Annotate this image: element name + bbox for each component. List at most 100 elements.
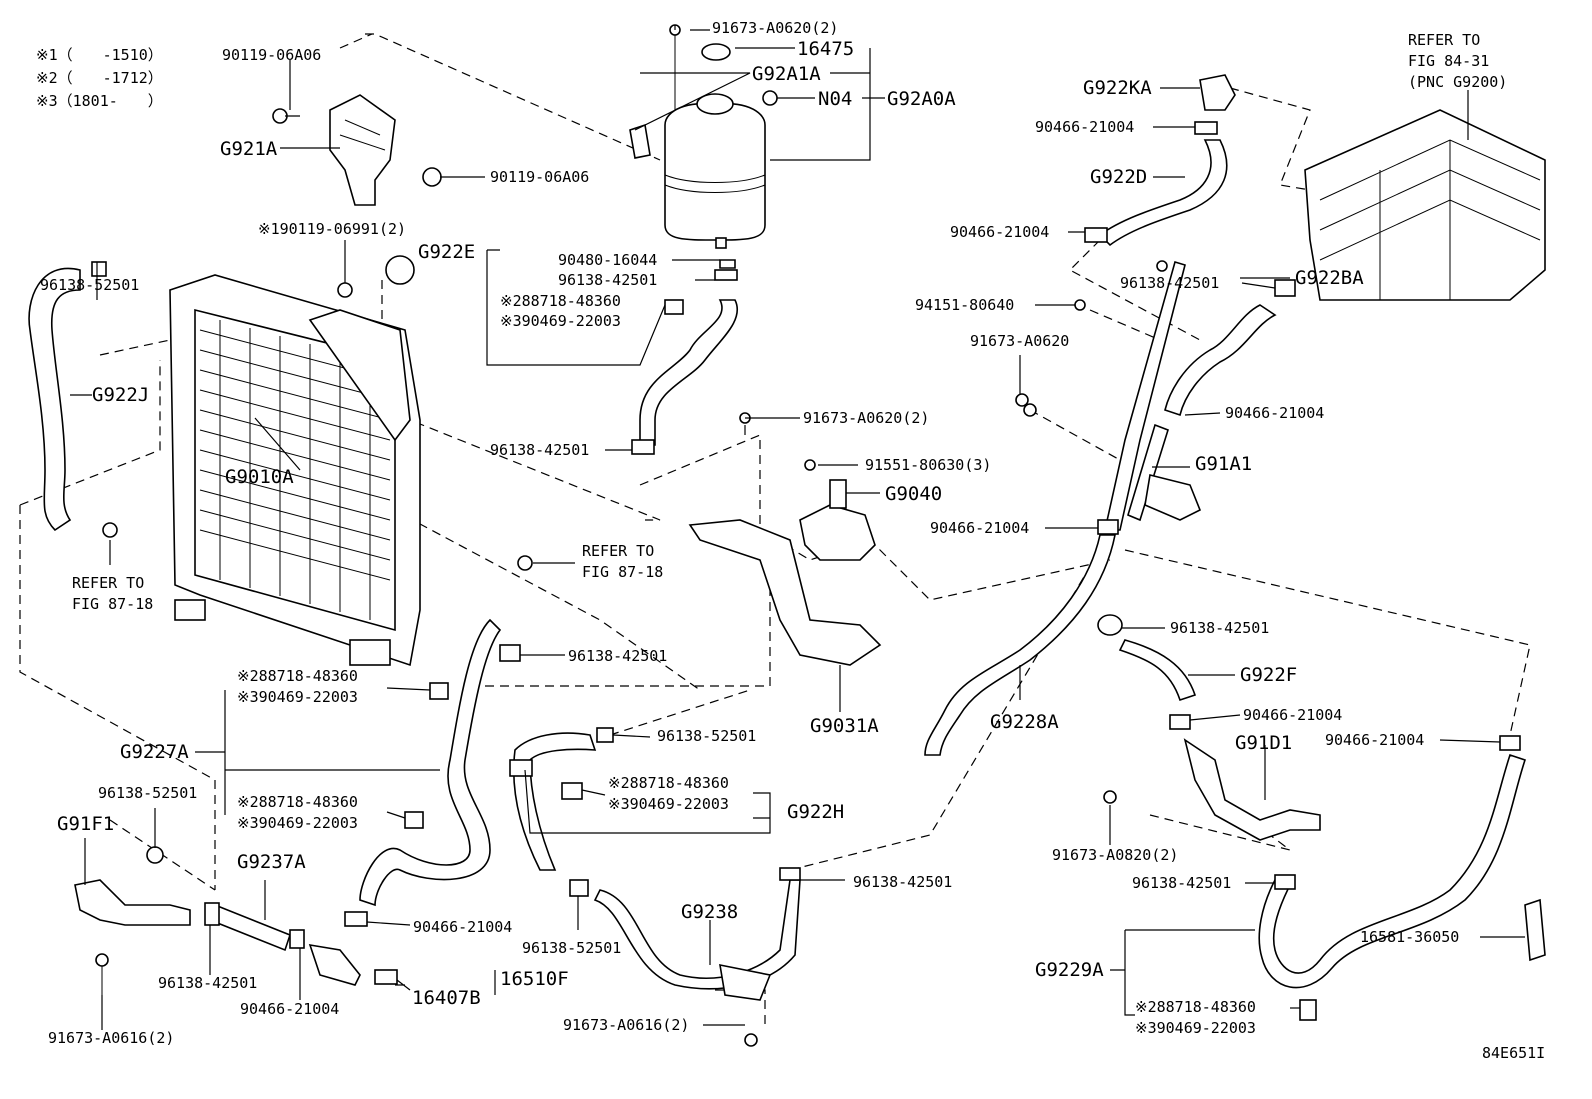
label-g9229a: G9229A bbox=[1035, 959, 1104, 981]
label-96138-52501-g922h: 96138-52501 bbox=[657, 727, 756, 745]
hose-g922f bbox=[1118, 639, 1197, 702]
label-91673-a0620-right: 91673-A0620 bbox=[970, 332, 1069, 350]
diagram-code: 84E651I bbox=[1482, 1044, 1545, 1062]
label-90469-22003-b: ※390469-22003 bbox=[237, 814, 358, 832]
label-90469-22003-c: ※390469-22003 bbox=[608, 795, 729, 813]
label-refer-to-left: REFER TO bbox=[72, 574, 144, 592]
label-96138-42501-g9238: 96138-42501 bbox=[853, 873, 952, 891]
label-fig-87-18-left: FIG 87-18 bbox=[72, 595, 153, 613]
label-88718-48360-a: ※288718-48360 bbox=[237, 667, 358, 685]
hose-g9237a bbox=[209, 903, 291, 952]
label-g922f: G922F bbox=[1240, 664, 1297, 686]
label-g9040: G9040 bbox=[885, 483, 942, 505]
hose-g9238 bbox=[593, 879, 801, 990]
hose-g9227a bbox=[359, 618, 502, 907]
hose-g922j bbox=[28, 267, 81, 532]
part-labels: 90119-06A06 G921A 90119-06A06 ※190119-06… bbox=[40, 19, 1507, 1047]
label-90119-06a06-top: 90119-06A06 bbox=[222, 46, 321, 64]
label-91551-80630: 91551-80630(3) bbox=[865, 456, 991, 474]
label-96138-42501-inverter: 96138-42501 bbox=[1120, 274, 1219, 292]
hose-g9229a bbox=[1258, 753, 1527, 989]
hose-g922d bbox=[1098, 139, 1228, 247]
label-g922ka: G922KA bbox=[1083, 77, 1152, 99]
label-88718-48360-b: ※288718-48360 bbox=[237, 793, 358, 811]
label-g922d: G922D bbox=[1090, 166, 1147, 188]
label-g922ba: G922BA bbox=[1295, 267, 1364, 289]
label-90119-06a06-bottom: 90119-06A06 bbox=[490, 168, 589, 186]
hose-g922ba bbox=[1164, 304, 1277, 417]
bracket-g9031a bbox=[688, 519, 882, 666]
label-refer-to-right: REFER TO bbox=[1408, 31, 1480, 49]
label-96138-42501-g9229a: 96138-42501 bbox=[1132, 874, 1231, 892]
label-g9228a: G9228A bbox=[990, 711, 1059, 733]
label-96138-42501-g922f: 96138-42501 bbox=[1170, 619, 1269, 637]
fasteners bbox=[91, 259, 1029, 829]
label-88718-48360-c: ※288718-48360 bbox=[608, 774, 729, 792]
radiator bbox=[169, 255, 421, 667]
label-fig-87-18-center: FIG 87-18 bbox=[582, 563, 663, 581]
label-90466-21004-g9237a: 90466-21004 bbox=[240, 1000, 339, 1018]
label-g921a: G921A bbox=[220, 138, 278, 160]
hose-g9228a bbox=[924, 534, 1116, 756]
label-g92a0a: G92A0A bbox=[887, 88, 956, 110]
note-1: ※1（ -1510） bbox=[36, 46, 163, 64]
legend-notes: ※1（ -1510） ※2（ -1712） ※3（1801- ） bbox=[36, 46, 163, 110]
label-88718-48360-upper: ※288718-48360 bbox=[500, 292, 621, 310]
label-88718-48360-d: ※288718-48360 bbox=[1135, 998, 1256, 1016]
label-94151-80640: 94151-80640 bbox=[915, 296, 1014, 314]
label-g9237a: G9237A bbox=[237, 851, 306, 873]
label-90469-22003-upper: ※390469-22003 bbox=[500, 312, 621, 330]
label-refer-to-center: REFER TO bbox=[582, 542, 654, 560]
label-90480-16044: 90480-16044 bbox=[558, 251, 657, 269]
label-g92a1a: G92A1A bbox=[752, 63, 821, 85]
water-pump-g9040 bbox=[799, 459, 876, 561]
label-96138-42501-g922e: 96138-42501 bbox=[490, 441, 589, 459]
label-90466-21004-g9229a: 90466-21004 bbox=[1325, 731, 1424, 749]
label-g922j: G922J bbox=[92, 384, 149, 406]
hose-g922e bbox=[639, 299, 738, 446]
label-96138-52501-g9238: 96138-52501 bbox=[522, 939, 621, 957]
label-g9010a: G9010A bbox=[225, 466, 294, 488]
inverter-assembly bbox=[1304, 109, 1546, 301]
label-96138-42501-tank: 96138-42501 bbox=[558, 271, 657, 289]
pipe-assembly-g91f1 bbox=[74, 846, 191, 995]
fitting-g922ka bbox=[1199, 74, 1236, 111]
label-g91d1: G91D1 bbox=[1235, 732, 1292, 754]
label-96138-52501-g91f1: 96138-52501 bbox=[98, 784, 197, 802]
label-n04: N04 bbox=[818, 88, 852, 110]
label-g922e: G922E bbox=[418, 241, 475, 263]
leader-lines bbox=[70, 25, 1525, 1030]
label-90469-22003-a: ※390469-22003 bbox=[237, 688, 358, 706]
label-96138-42501-g9227a: 96138-42501 bbox=[568, 647, 667, 665]
label-g91f1: G91F1 bbox=[57, 813, 114, 835]
label-91673-a0620-mid: 91673-A0620(2) bbox=[803, 409, 929, 427]
label-16581-36050: 16581-36050 bbox=[1360, 928, 1459, 946]
label-91673-a0820: 91673-A0820(2) bbox=[1052, 846, 1178, 864]
label-96138-52501-left: 96138-52501 bbox=[40, 276, 139, 294]
label-90466-21004-g91d1: 90466-21004 bbox=[1243, 706, 1342, 724]
label-g922h: G922H bbox=[787, 801, 844, 823]
label-g9238: G9238 bbox=[681, 901, 738, 923]
label-g9227a: G9227A bbox=[120, 741, 189, 763]
label-16475: 16475 bbox=[797, 38, 854, 60]
pipe-g91d1 bbox=[1183, 738, 1321, 841]
label-90466-21004-g922d-top: 90466-21004 bbox=[1035, 118, 1134, 136]
label-pnc-g9200: (PNC G9200) bbox=[1408, 73, 1507, 91]
label-fig-84-31: FIG 84-31 bbox=[1408, 52, 1489, 70]
label-91673-a0620-top: 91673-A0620(2) bbox=[712, 19, 838, 37]
clip-16581-36050 bbox=[1524, 898, 1546, 962]
radiator-core-grid bbox=[199, 320, 391, 620]
label-90469-22003-d: ※390469-22003 bbox=[1135, 1019, 1256, 1037]
note-3: ※3（1801- ） bbox=[36, 92, 163, 110]
label-90466-21004-16510f: 90466-21004 bbox=[413, 918, 512, 936]
pipe-g91a1 bbox=[1023, 260, 1202, 531]
hose-g922h bbox=[512, 732, 597, 871]
label-g9031a: G9031A bbox=[810, 715, 879, 737]
bracket-g921a bbox=[272, 94, 442, 206]
label-91673-a0616-left: 91673-A0616(2) bbox=[48, 1029, 174, 1047]
reservoir-tank bbox=[629, 24, 778, 249]
label-90466-21004-g922d-bottom: 90466-21004 bbox=[950, 223, 1049, 241]
label-90466-21004-g91a1: 90466-21004 bbox=[930, 519, 1029, 537]
label-90119-06991: ※190119-06991(2) bbox=[258, 220, 406, 238]
